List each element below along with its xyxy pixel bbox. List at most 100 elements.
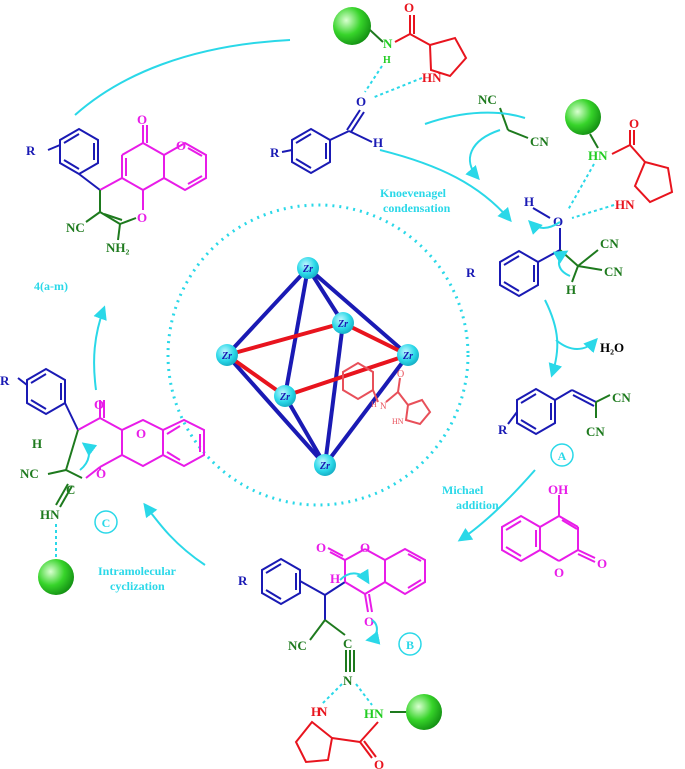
catalyst-ball-icon bbox=[406, 694, 442, 730]
catalyst-ball-icon bbox=[565, 99, 601, 135]
right-h-bonds bbox=[567, 163, 615, 219]
svg-text:Zr: Zr bbox=[279, 392, 290, 403]
product-formation-arrow bbox=[93, 305, 107, 391]
intermediate-c-r-group: R bbox=[0, 373, 10, 388]
right-hydroxyl-o: O bbox=[553, 214, 563, 229]
intermediate-c-label: C bbox=[102, 516, 111, 530]
right-cn-1: CN bbox=[600, 236, 619, 251]
product-label: 4(a-m) bbox=[34, 279, 68, 293]
intermediate-b-r-group: R bbox=[238, 573, 248, 588]
linker-o-label: O bbox=[397, 369, 404, 380]
right-curly-arrow-2 bbox=[552, 250, 571, 277]
intermediate-c-curly-arrow bbox=[79, 442, 98, 471]
intermediate-a-badge bbox=[550, 443, 574, 467]
right-ch-h: H bbox=[566, 282, 576, 297]
intermediate-c-badge bbox=[94, 510, 118, 534]
intermediate-b-carbonyl-o2: O bbox=[374, 757, 384, 769]
intermediate-b-keto-o: O bbox=[364, 614, 374, 629]
zr-node: Zr bbox=[397, 344, 419, 366]
intermediate-b-label: B bbox=[406, 638, 414, 652]
cycle-arc-top-right bbox=[424, 111, 526, 125]
right-curly-arrow-1 bbox=[528, 220, 561, 235]
right-aryl-carbinol bbox=[499, 207, 561, 298]
zr-node: Zr bbox=[332, 312, 354, 334]
michael-addition-arrow bbox=[457, 469, 536, 542]
intermediate-b-badge bbox=[398, 632, 422, 656]
intermediate-c-nc: NC bbox=[20, 466, 39, 481]
intermediate-b-nc: NC bbox=[288, 638, 307, 653]
intermediate-b-curly-arrow-2 bbox=[365, 619, 381, 645]
step-intramolecular-1: Intramolecular bbox=[98, 564, 177, 578]
intermediate-c-c: C bbox=[66, 482, 75, 497]
svg-text:Zr: Zr bbox=[402, 351, 413, 362]
top-prolinamide bbox=[394, 15, 468, 78]
intermediate-b-pyrrolidine-n: N bbox=[318, 704, 328, 719]
svg-text:Zr: Zr bbox=[337, 319, 348, 330]
top-amide-n: N bbox=[383, 36, 393, 51]
intermediate-b-ring-o: O bbox=[360, 540, 370, 555]
linker-n-label: N bbox=[380, 401, 387, 411]
intermediate-c-h: H bbox=[32, 436, 42, 451]
step-knoevenagel-2: condensation bbox=[383, 201, 451, 215]
cycle-arc-top-left bbox=[74, 39, 291, 116]
cyclization-arrow bbox=[143, 502, 206, 566]
malononitrile-feed-arrow bbox=[465, 129, 501, 181]
right-amide-hn: HN bbox=[588, 148, 608, 163]
intermediate-b-aryl bbox=[261, 557, 346, 620]
svg-text:Zr: Zr bbox=[302, 264, 313, 275]
intermediate-b-carbonyl-o: O bbox=[316, 540, 326, 555]
intermediate-b-coumarin bbox=[327, 547, 426, 613]
top-r-group: R bbox=[270, 145, 280, 160]
intermediate-a-structure bbox=[507, 387, 597, 436]
dehydration-arrow bbox=[544, 299, 563, 378]
right-carbonyl-o: O bbox=[629, 116, 639, 131]
malononitrile bbox=[499, 107, 529, 139]
top-amide-h: H bbox=[383, 55, 391, 66]
product-nc: NC bbox=[66, 220, 85, 235]
intermediate-a-cyano-bonds bbox=[595, 394, 611, 418]
intermediate-c-hn: HN bbox=[40, 507, 60, 522]
intermediate-b-curly-arrow-1 bbox=[339, 568, 370, 585]
zr-node: Zr bbox=[216, 344, 238, 366]
right-prolinamide bbox=[611, 130, 674, 204]
linker-hn-label: HN bbox=[392, 417, 404, 426]
product-aminonitrile bbox=[85, 190, 137, 241]
right-r-group: R bbox=[466, 265, 476, 280]
intermediate-b-n: N bbox=[343, 673, 353, 688]
zr-node: Zr bbox=[314, 454, 336, 476]
top-pyrrolidine-hn: HN bbox=[422, 70, 442, 85]
product-nh2: NH₂ bbox=[106, 240, 130, 255]
intermediate-b-pyrrolidine-h: H bbox=[311, 704, 321, 719]
intermediate-a-r-group: R bbox=[498, 422, 508, 437]
step-michael-1: Michael bbox=[442, 483, 484, 497]
intermediate-c-imine bbox=[47, 429, 83, 508]
product-aryl bbox=[47, 127, 101, 191]
zr-octahedron-catalyst: Zr Zr Zr Zr Zr Zr bbox=[216, 257, 419, 476]
coumarin-ring-o: O bbox=[554, 565, 564, 580]
knoevenagel-arrow bbox=[379, 149, 512, 223]
malononitrile-cn: CN bbox=[530, 134, 549, 149]
linker-h-label: H bbox=[371, 400, 377, 409]
intermediate-c-enol-o: O bbox=[96, 466, 106, 481]
water-label: H₂O bbox=[600, 340, 624, 355]
right-dicyano-carbanion bbox=[559, 249, 603, 283]
intermediate-b-c: C bbox=[343, 636, 352, 651]
zr-node: Zr bbox=[297, 257, 319, 279]
step-michael-2: addition bbox=[456, 498, 499, 512]
svg-text:Zr: Zr bbox=[221, 351, 232, 362]
intermediate-c-aryl bbox=[17, 367, 79, 431]
right-pyrrolidine-hn: HN bbox=[615, 197, 635, 212]
product-r-group: R bbox=[26, 143, 36, 158]
catalyst-ball-icon bbox=[38, 559, 74, 595]
catalyst-boundary-circle bbox=[166, 203, 470, 507]
intermediate-b-nitrile bbox=[309, 619, 355, 672]
right-hydroxyl-h: H bbox=[524, 194, 534, 209]
right-cn-2: CN bbox=[604, 264, 623, 279]
intermediate-b-amide-hn: HN bbox=[364, 706, 384, 721]
top-h-bonds bbox=[364, 65, 423, 99]
step-intramolecular-2: cyclization bbox=[110, 579, 165, 593]
top-aldehyde-o: O bbox=[356, 94, 366, 109]
water-release-arrow bbox=[555, 337, 598, 353]
prolinamide-linker bbox=[342, 361, 432, 426]
